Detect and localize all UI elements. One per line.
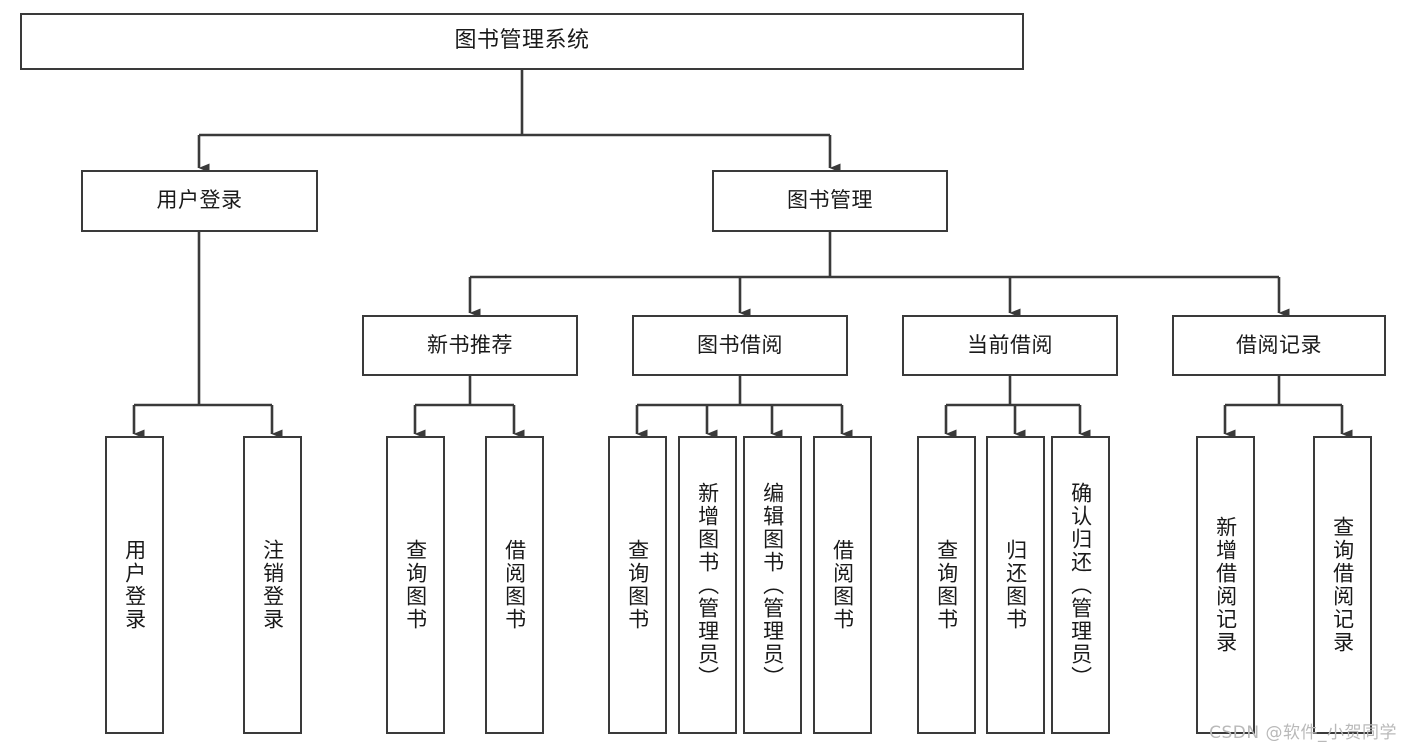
node-label: 确认归还（管理员） <box>1068 481 1093 689</box>
node-label: 归还图书 <box>1003 539 1028 631</box>
node-leaf-user-logout[interactable]: 注销登录 <box>243 436 302 734</box>
node-label: 查询借阅记录 <box>1330 516 1355 654</box>
node-label: 图书管理 <box>787 188 873 213</box>
node-current-borrow[interactable]: 当前借阅 <box>902 315 1118 376</box>
node-leaf-return-book[interactable]: 归还图书 <box>986 436 1045 734</box>
node-label: 图书管理系统 <box>454 28 590 54</box>
node-label: 查询图书 <box>403 539 428 631</box>
node-label: 当前借阅 <box>967 332 1053 357</box>
node-leaf-query-book-3[interactable]: 查询图书 <box>917 436 976 734</box>
node-leaf-add-book[interactable]: 新增图书（管理员） <box>678 436 737 734</box>
node-leaf-edit-book[interactable]: 编辑图书（管理员） <box>743 436 802 734</box>
node-user-login[interactable]: 用户登录 <box>81 170 318 232</box>
node-leaf-borrow-book-1[interactable]: 借阅图书 <box>485 436 544 734</box>
node-leaf-query-book-1[interactable]: 查询图书 <box>386 436 445 734</box>
node-leaf-confirm-return[interactable]: 确认归还（管理员） <box>1051 436 1110 734</box>
node-label: 查询图书 <box>625 539 650 631</box>
node-label: 借阅图书 <box>830 539 855 631</box>
node-label: 新增借阅记录 <box>1213 516 1238 654</box>
node-book-manage[interactable]: 图书管理 <box>712 170 948 232</box>
node-leaf-query-record[interactable]: 查询借阅记录 <box>1313 436 1372 734</box>
node-label: 新书推荐 <box>427 332 513 357</box>
node-leaf-borrow-book-2[interactable]: 借阅图书 <box>813 436 872 734</box>
node-label: 用户登录 <box>156 188 243 213</box>
node-label: 编辑图书（管理员） <box>760 481 785 689</box>
node-new-book-recommend[interactable]: 新书推荐 <box>362 315 578 376</box>
node-label: 借阅图书 <box>502 539 527 631</box>
node-label: 借阅记录 <box>1236 332 1322 357</box>
node-leaf-query-book-2[interactable]: 查询图书 <box>608 436 667 734</box>
node-label: 查询图书 <box>934 539 959 631</box>
node-label: 注销登录 <box>260 539 285 631</box>
node-book-borrow[interactable]: 图书借阅 <box>632 315 848 376</box>
node-leaf-user-login[interactable]: 用户登录 <box>105 436 164 734</box>
node-label: 新增图书（管理员） <box>695 481 720 689</box>
node-label: 用户登录 <box>122 539 147 631</box>
node-leaf-add-record[interactable]: 新增借阅记录 <box>1196 436 1255 734</box>
node-root-system[interactable]: 图书管理系统 <box>20 13 1024 70</box>
node-borrow-record[interactable]: 借阅记录 <box>1172 315 1386 376</box>
node-label: 图书借阅 <box>697 332 783 357</box>
